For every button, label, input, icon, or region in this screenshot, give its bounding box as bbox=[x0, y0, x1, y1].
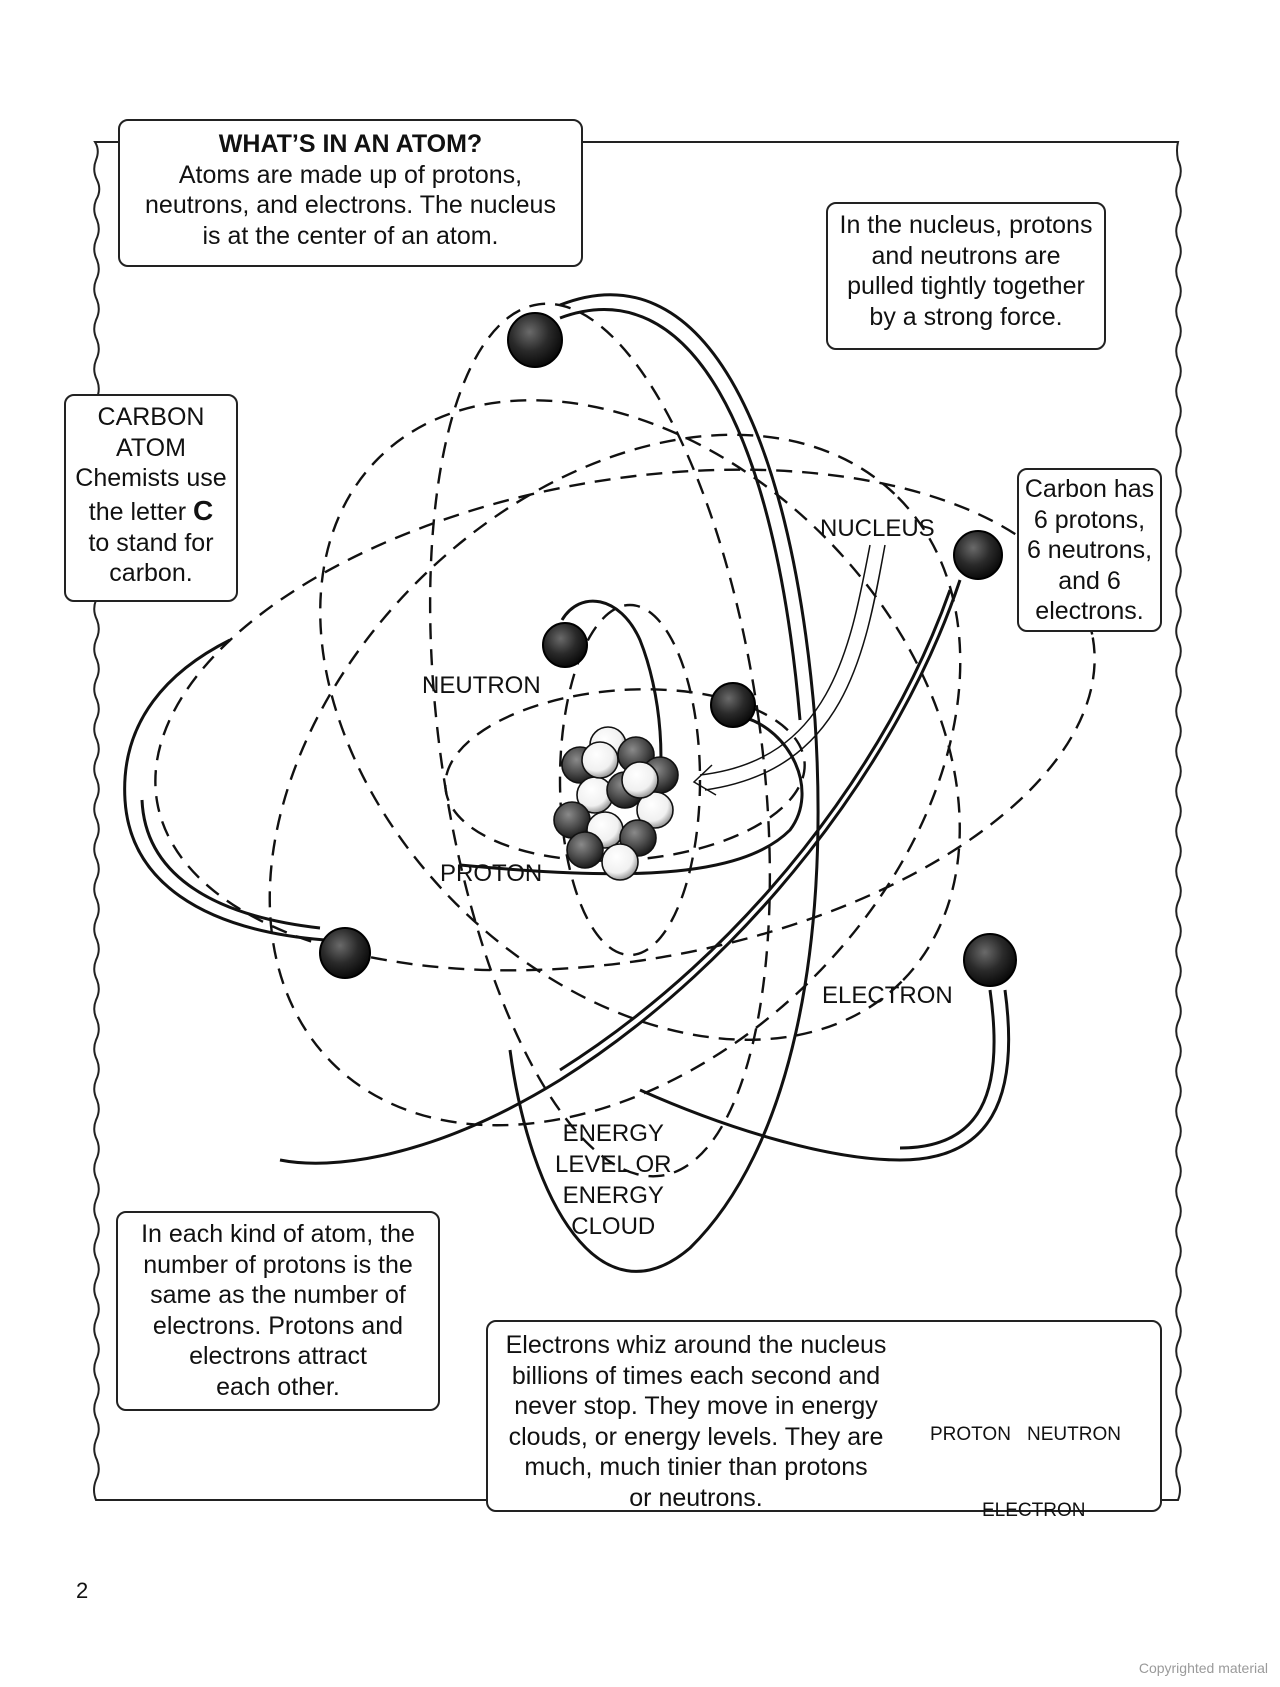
box-line: billions of times each second and bbox=[511, 1361, 881, 1390]
energy-line: CLOUD bbox=[571, 1213, 656, 1240]
trail-3 bbox=[123, 638, 326, 942]
box-line: same as the number of bbox=[150, 1281, 406, 1309]
electron-top bbox=[507, 312, 563, 368]
box-line: to stand for bbox=[88, 528, 214, 557]
box-line: and 6 bbox=[1058, 566, 1121, 595]
box-line: Carbon has bbox=[1024, 475, 1155, 503]
outer-orbit-4 bbox=[428, 302, 772, 1178]
box-line: 6 protons, bbox=[1033, 505, 1146, 534]
trail-4 bbox=[639, 989, 1011, 1162]
carbon-atom-box: CARBON ATOM Chemists use the letter C to… bbox=[64, 394, 238, 602]
box-line: is at the center of an atom. bbox=[202, 221, 499, 250]
box-line: electrons attract bbox=[189, 1342, 367, 1370]
box-line: by a strong force. bbox=[869, 302, 1063, 331]
outer-orbit-2 bbox=[268, 433, 962, 1127]
whats-in-atom-box: WHAT’S IN AN ATOM? Atoms are made up of … bbox=[118, 119, 583, 267]
legend-neutron-label: NEUTRON bbox=[1027, 1424, 1121, 1445]
box-line: pulled tightly together bbox=[847, 272, 1085, 300]
box-line: and neutrons are bbox=[871, 241, 1061, 270]
box-line-prefix: the letter bbox=[88, 497, 193, 526]
box-line: Electrons whiz around the nucleus bbox=[505, 1331, 887, 1359]
box-line: carbon. bbox=[109, 559, 193, 588]
energy-line: ENERGY bbox=[562, 1182, 664, 1209]
trail-2 bbox=[279, 579, 962, 1165]
trail-1 bbox=[508, 293, 820, 1273]
electron-inner-2 bbox=[710, 682, 756, 728]
box-line: clouds, or energy levels. They are bbox=[508, 1422, 884, 1451]
box-line: number of protons is the bbox=[143, 1250, 413, 1279]
nucleus-label: NUCLEUS bbox=[820, 515, 935, 542]
box-line: neutrons, and electrons. The nucleus bbox=[145, 191, 556, 219]
trail-2b bbox=[559, 589, 952, 1072]
trail-4b bbox=[899, 989, 996, 1150]
copyright-notice: Copyrighted material bbox=[1138, 1660, 1268, 1676]
whiz-text: Electrons whiz around the nucleus billio… bbox=[496, 1330, 896, 1513]
nucleus-info-box: In the nucleus, protons and neutrons are… bbox=[826, 202, 1106, 350]
page-number: 2 bbox=[76, 1578, 89, 1603]
legend-electron-label: ELECTRON bbox=[982, 1500, 1086, 1521]
protons-electrons-box: In each kind of atom, the number of prot… bbox=[116, 1211, 440, 1411]
box-title: WHAT’S IN AN ATOM? bbox=[218, 130, 483, 158]
nucleus-arrow bbox=[699, 544, 871, 776]
electron-right-lower bbox=[963, 933, 1017, 987]
box-line: each other. bbox=[216, 1372, 340, 1401]
box-line: 6 neutrons, bbox=[1026, 536, 1153, 564]
box-line: or neutrons. bbox=[629, 1483, 763, 1512]
electron-left bbox=[319, 927, 371, 979]
trail-6 bbox=[459, 715, 804, 876]
carbon-letter: C bbox=[193, 494, 214, 526]
outer-orbit-3 bbox=[319, 399, 961, 1041]
electrons-whiz-box: Electrons whiz around the nucleus billio… bbox=[486, 1320, 1162, 1512]
outer-orbit-1 bbox=[154, 468, 1096, 972]
electron-inner-1 bbox=[542, 622, 588, 668]
box-line: the letter C bbox=[66, 494, 236, 528]
energy-level-label: ENERGY LEVEL OR ENERGY CLOUD bbox=[555, 1118, 672, 1242]
box-line: In each kind of atom, the bbox=[141, 1220, 415, 1248]
nucleus-cluster bbox=[553, 726, 679, 881]
energy-line: LEVEL OR bbox=[555, 1151, 672, 1178]
box-line: Chemists use bbox=[75, 464, 227, 492]
electron-right-upper bbox=[953, 530, 1003, 580]
electron-label: ELECTRON bbox=[822, 982, 953, 1009]
legend-proton-label: PROTON bbox=[930, 1424, 1011, 1445]
carbon-counts-box: Carbon has 6 protons, 6 neutrons, and 6 … bbox=[1017, 468, 1162, 632]
box-line: electrons. Protons and bbox=[152, 1311, 404, 1340]
trail-3b bbox=[140, 799, 321, 930]
box-line: In the nucleus, protons bbox=[839, 211, 1093, 239]
box-line: CARBON bbox=[97, 403, 205, 431]
energy-line: ENERGY bbox=[562, 1120, 664, 1147]
inner-orbit-2 bbox=[558, 603, 702, 957]
neutron-label: NEUTRON bbox=[422, 672, 541, 699]
box-line: electrons. bbox=[1035, 597, 1144, 625]
proton-label: PROTON bbox=[440, 860, 543, 887]
box-line: never stop. They move in energy bbox=[514, 1392, 878, 1420]
box-line: ATOM bbox=[116, 433, 186, 462]
box-line: Atoms are made up of protons, bbox=[178, 160, 523, 189]
box-line: much, much tinier than protons bbox=[524, 1453, 868, 1481]
trail-1b bbox=[559, 308, 802, 721]
